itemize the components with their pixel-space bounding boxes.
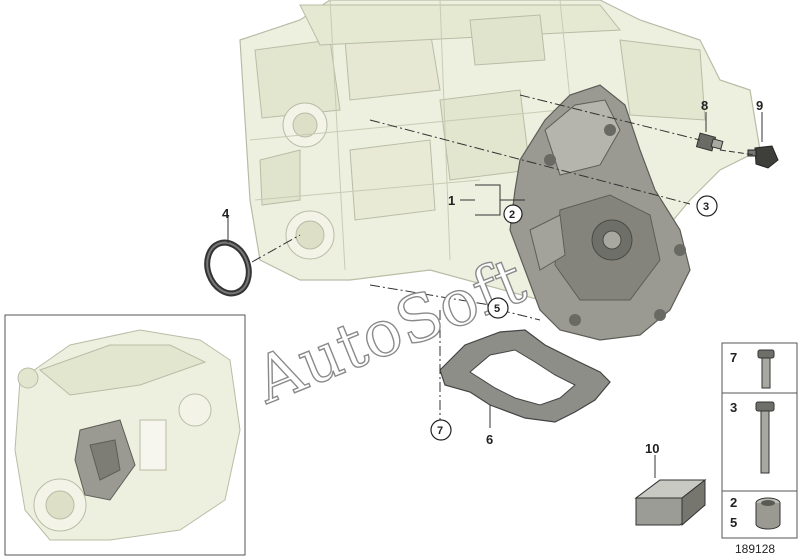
callout-label: 4	[222, 206, 230, 221]
accessory-bracket	[509, 84, 691, 341]
hardware-row-3[interactable]: 3	[730, 400, 775, 474]
callout-label: 1	[448, 193, 455, 208]
seal-ring-part	[204, 239, 252, 297]
figure-number: 189128	[735, 542, 775, 556]
callout-8[interactable]: 8	[701, 98, 708, 113]
leader-lines	[227, 94, 763, 478]
package-part-10	[634, 478, 707, 527]
callout-label: 2	[509, 209, 515, 221]
sensor-part-8	[695, 132, 724, 152]
overview-inset	[4, 314, 246, 556]
callout-10[interactable]: 10	[645, 441, 659, 456]
callout-label: 10	[645, 441, 659, 456]
callout-2[interactable]: 2	[503, 204, 523, 224]
callout-label: 8	[701, 98, 708, 113]
callout-label: 6	[486, 432, 493, 447]
callout-label: 9	[756, 98, 763, 113]
sensor-part-9	[747, 145, 779, 169]
callout-9[interactable]: 9	[756, 98, 763, 113]
callout-1[interactable]: 1	[448, 193, 455, 208]
callout-6[interactable]: 6	[486, 432, 493, 447]
callout-4[interactable]: 4	[222, 206, 230, 221]
hardware-row-7[interactable]: 7	[730, 349, 775, 389]
hardware-row-2-5[interactable]: 2 5	[730, 495, 781, 530]
gasket-part	[439, 329, 611, 423]
callout-7[interactable]: 7	[430, 419, 452, 441]
callout-3[interactable]: 3	[696, 195, 718, 217]
callout-label: 7	[437, 425, 443, 437]
hardware-panel: 7 3 2 5	[721, 342, 798, 539]
hardware-label: 3	[730, 400, 737, 415]
hardware-label: 7	[730, 350, 737, 365]
callout-5[interactable]: 5	[487, 297, 509, 319]
callout-label: 5	[494, 303, 500, 315]
callout-label: 3	[703, 201, 709, 213]
hardware-label: 5	[730, 515, 737, 530]
hardware-label: 2	[730, 495, 737, 510]
